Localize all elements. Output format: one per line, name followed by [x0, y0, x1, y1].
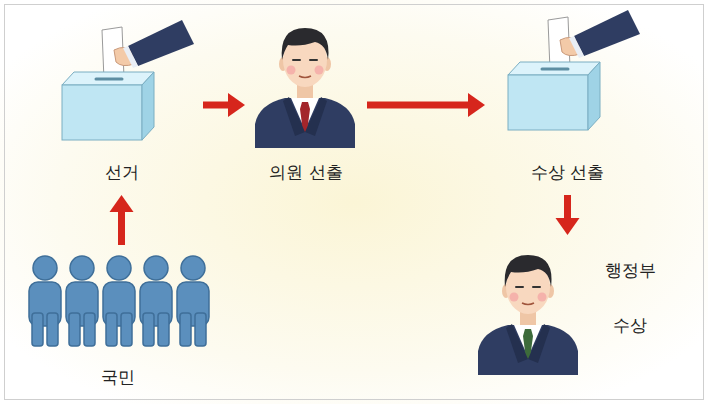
arrow-shaft [203, 102, 231, 109]
arrow-shaft [367, 102, 471, 109]
ballot-box [508, 10, 640, 130]
arrow-shaft [118, 209, 125, 245]
figure-node: 선거 [45, 20, 198, 190]
node-label: 행정부 [605, 260, 656, 280]
arrow-head [556, 218, 580, 235]
node-label: 선거 [105, 162, 139, 182]
frame [5, 5, 704, 400]
arrow-head [110, 195, 134, 212]
flow-arrow [556, 195, 580, 235]
figure-node: 행정부수상 [470, 240, 685, 390]
ballot-box [62, 20, 194, 140]
figure-node: 의원 선출 [250, 15, 362, 190]
arrow-head [468, 93, 485, 117]
flow-arrow [367, 93, 485, 117]
member-figure [255, 28, 355, 148]
figure-node: 국민 [20, 250, 215, 393]
node-label: 수상 선출 [531, 162, 604, 182]
prime-minister-figure [478, 255, 578, 375]
node-label: 의원 선출 [269, 162, 342, 182]
flow-arrow [110, 195, 134, 245]
node-label: 수상 [613, 315, 647, 335]
flow-arrow [203, 93, 245, 117]
figure-node: 수상 선출 [490, 20, 645, 190]
arrow-shaft [564, 195, 571, 221]
node-label: 국민 [101, 367, 135, 387]
arrow-head [228, 93, 245, 117]
citizens-figures [29, 256, 209, 346]
